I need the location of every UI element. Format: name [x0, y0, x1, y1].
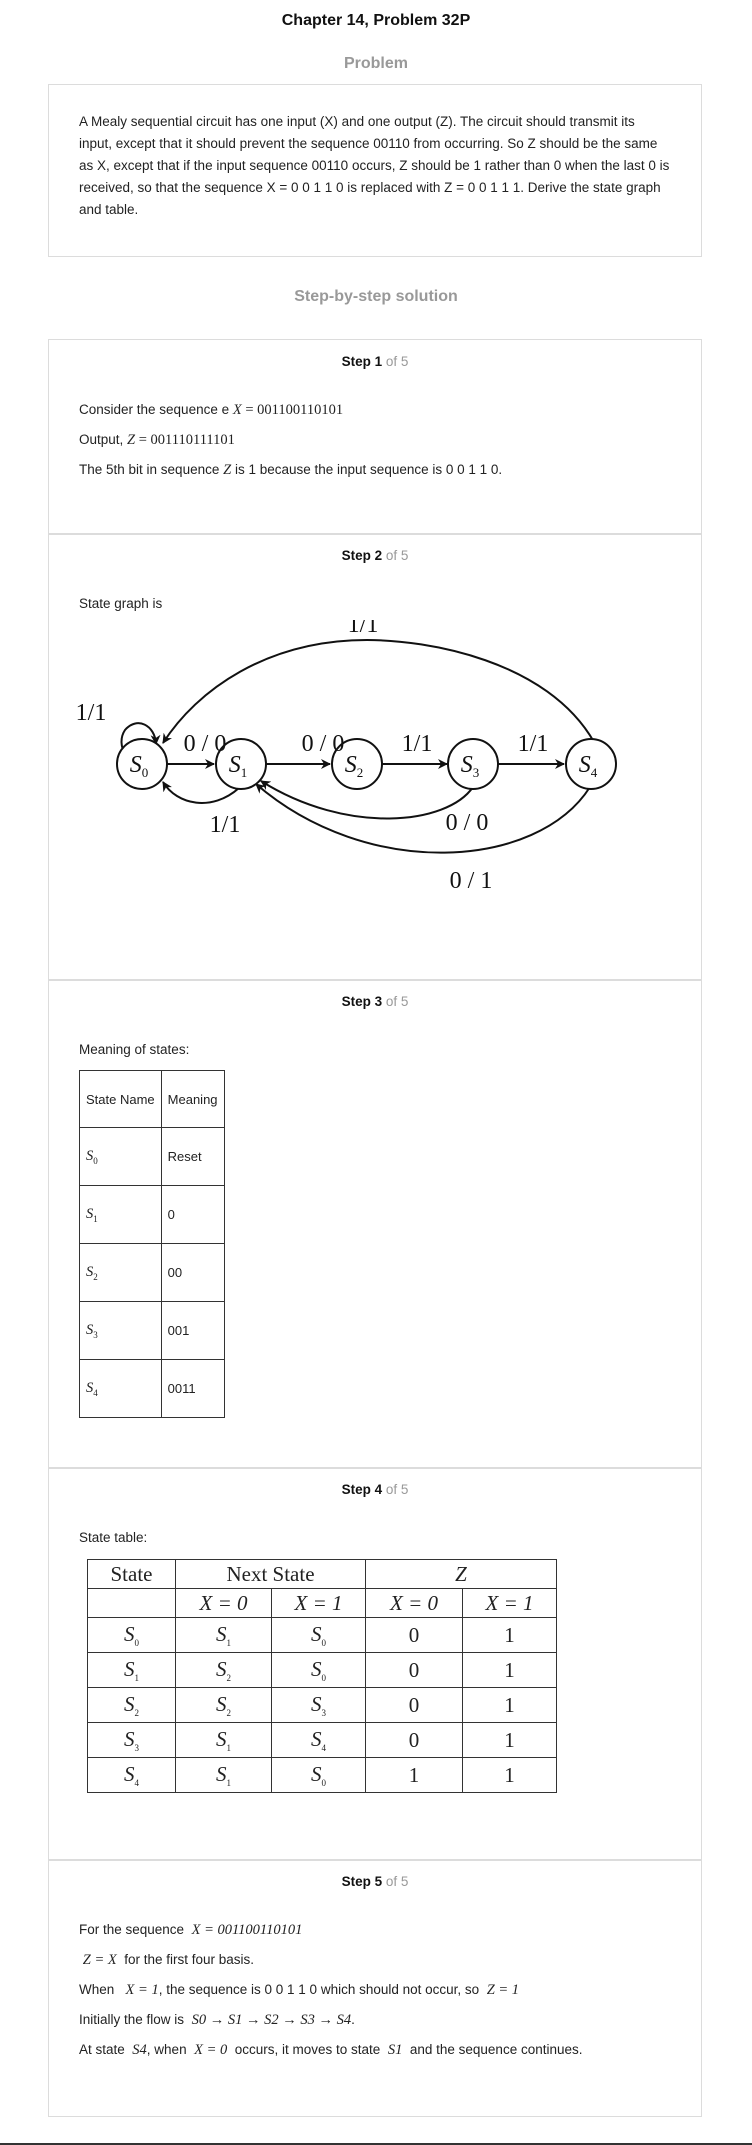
- step-5-line-4: Initially the flow is S0 → S1 → S2 → S3 …: [79, 2012, 355, 2028]
- table-row: S0 Reset: [79, 1127, 225, 1186]
- edge-s3-s1: [260, 780, 474, 820]
- edge-s1-s0: [162, 781, 240, 804]
- edge-label-s2-s3: 1/1: [402, 731, 433, 757]
- table-row: S3 S1 S4 0 1: [87, 1722, 557, 1758]
- state-s1-circle: [215, 738, 267, 790]
- edge-label-s0-s1: 0 / 0: [184, 731, 227, 757]
- step-4: Step 4 of 5 State table: State Next Stat…: [49, 1468, 701, 1861]
- edge-label-s3-s1: 0 / 0: [446, 810, 489, 836]
- problem-heading: Problem: [343, 55, 408, 72]
- edge-label-s4-s1: 0 / 1: [450, 868, 493, 894]
- table-row: S4 S1 S0 1 1: [87, 1757, 557, 1793]
- solution-box: Step 1 of 5 Consider the sequence e X = …: [48, 339, 702, 2117]
- step-3-heading: Step 3 of 5: [341, 994, 409, 1009]
- state-graph: S0 S1 S2 S3 S4 1/1 0 / 0 0 / 0 1/1 1/1 1…: [76, 620, 617, 894]
- solution-heading: Step-by-step solution: [294, 288, 458, 305]
- step-2: Step 2 of 5 State graph is: [49, 534, 701, 981]
- state-s3-circle: [447, 738, 499, 790]
- step-1-line-1: Consider the sequence e X = 001100110101: [79, 402, 344, 418]
- edge-label-s3-s4: 1/1: [518, 731, 549, 757]
- table-row: S0 S1 S0 0 1: [87, 1617, 557, 1653]
- state-table: State Next State Z X = 0 X = 1 X = 0 X =…: [87, 1559, 557, 1793]
- meaning-header-state: State Name: [79, 1070, 162, 1128]
- step-5-line-5: At state S4, when X = 0 occurs, it moves…: [79, 2042, 583, 2058]
- table-row: S1 S2 S0 0 1: [87, 1652, 557, 1688]
- step-2-intro: State graph is: [79, 596, 163, 611]
- step-4-intro: State table:: [79, 1530, 148, 1545]
- step-1: Step 1 of 5 Consider the sequence e X = …: [49, 340, 701, 535]
- edge-label-s4-s0: 1/1: [348, 620, 379, 638]
- meaning-table: State Name Meaning S0 Reset S1 0 S2 00 S…: [79, 1070, 225, 1418]
- step-5-heading: Step 5 of 5: [341, 1874, 409, 1889]
- step-5: Step 5 of 5 For the sequence X = 0011001…: [49, 1860, 701, 2116]
- state-s2-circle: [331, 738, 383, 790]
- step-5-line-3: When X = 1, the sequence is 0 0 1 1 0 wh…: [79, 1982, 520, 1998]
- problem-text: A Mealy sequential circuit has one input…: [79, 114, 670, 217]
- step-1-line-3: The 5th bit in sequence Z is 1 because t…: [79, 462, 503, 478]
- step-1-line-2: Output, Z = 001110111101: [79, 432, 235, 448]
- bottom-rule: [0, 2143, 752, 2145]
- step-4-heading: Step 4 of 5: [341, 1482, 409, 1497]
- step-5-line-2: Z = X for the first four basis.: [82, 1952, 255, 1968]
- table-row: S1 0: [79, 1185, 225, 1244]
- edge-s4-s0: [162, 638, 595, 744]
- edge-label-s1-s2: 0 / 0: [302, 731, 345, 757]
- step-1-heading: Step 1 of 5: [341, 354, 409, 369]
- meaning-header-meaning: Meaning: [160, 1070, 225, 1128]
- edge-s4-s1: [255, 783, 591, 854]
- edge-label-s1-s0: 1/1: [210, 812, 241, 838]
- step-5-line-1: For the sequence X = 001100110101: [79, 1922, 303, 1938]
- page-title: Chapter 14, Problem 32P: [281, 12, 471, 29]
- edge-label-self-s0: 1/1: [76, 700, 107, 726]
- table-row: S2 00: [79, 1243, 225, 1302]
- table-row: S3 001: [79, 1301, 225, 1360]
- step-3: Step 3 of 5 Meaning of states: State Nam…: [49, 980, 701, 1469]
- problem-box: A Mealy sequential circuit has one input…: [48, 84, 702, 257]
- table-row: S2 S2 S3 0 1: [87, 1687, 557, 1723]
- step-3-intro: Meaning of states:: [79, 1042, 190, 1057]
- step-2-heading: Step 2 of 5: [341, 548, 409, 563]
- state-s4-circle: [565, 738, 617, 790]
- table-row: S4 0011: [79, 1359, 225, 1418]
- state-s0-circle: [116, 738, 168, 790]
